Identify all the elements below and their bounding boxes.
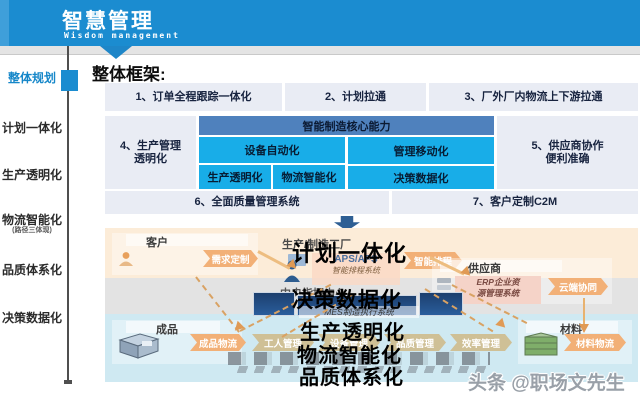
materials-title: 材料 [560, 324, 582, 336]
sidebar-item-logistics-intelligence[interactable]: 物流智能化 (路径三体现) [0, 213, 64, 235]
overlay-plan-integration: 计划一体化 [292, 241, 408, 266]
sidebar-item-overall-plan[interactable]: 整体规划 [0, 71, 64, 85]
supplier-title: 供应商 [468, 263, 501, 275]
overlay-logistics-intelligence: 物流智能化 [297, 345, 402, 367]
finished-goods-title-strip [126, 321, 220, 333]
overlay-decision-data: 决策数据化 [292, 289, 402, 312]
supplier-title-strip [440, 260, 562, 272]
finished-goods-tag: 成品物流 [190, 334, 246, 351]
process-tag-quality: 品质管理 [384, 334, 446, 351]
sidebar-item-note: (路径三体现) [12, 227, 52, 234]
materials-title-strip [526, 321, 618, 333]
aps-system-line1: APS/AFS [334, 254, 378, 265]
customer-tag: 需求定制 [203, 250, 258, 267]
framework-cell-3: 3、厂外厂内物流上下游拉通 [429, 83, 638, 111]
cell-production-transparency: 生产透明化 [199, 165, 271, 189]
supplier-to-material-line [583, 298, 585, 324]
sidebar-item-quality-system[interactable]: 品质体系化 [0, 263, 64, 277]
overlay-production-transparency: 生产透明化 [300, 322, 405, 344]
sidebar-item-label: 整体规划 [7, 71, 56, 85]
active-item-marker [61, 70, 78, 91]
header-divider [0, 46, 640, 55]
materials-tag: 材料物流 [564, 334, 626, 351]
cell-4-line2: 透明化 [134, 152, 167, 165]
cell-management-mobile: 管理移动化 [348, 137, 494, 164]
supplier-tag: 云端协同 [548, 278, 608, 295]
sidebar-item-production-transparency[interactable]: 生产透明化 [0, 168, 64, 182]
framework-cell-6: 6、全面质量管理系统 [105, 191, 389, 214]
framework-cell-2: 2、计划拉通 [285, 83, 426, 111]
overlay-quality-system: 品质体系化 [299, 367, 404, 389]
customer-title: 客户 [146, 237, 168, 249]
sidebar-timeline [67, 46, 69, 382]
erp-system-line2: 源管理系统 [476, 288, 520, 298]
arrowhead-down-to-materials [579, 324, 589, 333]
cell-5-line2: 便利准确 [545, 152, 590, 165]
header-edge-accent [0, 0, 9, 46]
person-icon [119, 252, 133, 266]
core-capability-bar: 智能制造核心能力 [199, 116, 494, 135]
erp-system-line1: ERP企业资 [476, 277, 520, 287]
watermark: 头条 @职场文先生 [468, 373, 625, 394]
finished-goods-title: 成品 [156, 324, 178, 336]
sidebar-item-label: 品质体系化 [1, 263, 62, 277]
process-tag-efficiency: 效率管理 [450, 334, 512, 351]
server-icon [437, 278, 451, 290]
dashboard-screen-left [253, 292, 295, 316]
sidebar-item-label: 决策数据化 [1, 311, 62, 325]
process-tag-equipment: 设备管理 [318, 334, 380, 351]
sidebar-item-label: 生产透明化 [1, 168, 62, 182]
producer-title: 生产/制造工厂 [282, 239, 352, 251]
factory-machines-silhouette [228, 352, 490, 365]
framework-cell-1: 1、订单全程跟踪一体化 [105, 83, 282, 111]
sidebar-item-label: 计划一体化 [1, 121, 62, 135]
framework-cell-7: 7、客户定制C2M [392, 191, 638, 214]
app-subtitle: Wisdom management [64, 31, 180, 40]
aps-system-box: APS/AFS 智能排程系统 [312, 253, 400, 285]
process-tag-worker: 工人管理 [252, 334, 314, 351]
cell-equipment-automation: 设备自动化 [199, 137, 345, 163]
erp-system-box: ERP企业资 源管理系统 [455, 276, 541, 304]
sidebar-item-decision-data[interactable]: 决策数据化 [0, 311, 64, 325]
page-title: 整体框架: [92, 65, 166, 84]
carton-icon [118, 333, 160, 359]
sidebar-item-plan-integration[interactable]: 计划一体化 [0, 121, 64, 135]
dashboard-screen-right [419, 292, 463, 316]
framework-cell-5: 5、供应商协作 便利准确 [497, 116, 638, 189]
framework-cell-4: 4、生产管理 透明化 [105, 116, 196, 189]
sidebar-timeline-cap [64, 380, 72, 384]
header-bar: 智慧管理 Wisdom management [0, 0, 640, 46]
app-title: 智慧管理 [62, 10, 154, 33]
mes-system-label: MES制造执行系统 [299, 306, 419, 318]
drawer-icon [524, 332, 558, 356]
header-pointer-triangle [100, 46, 132, 59]
customer-title-strip [126, 234, 248, 246]
cell-4-line1: 4、生产管理 [119, 139, 182, 152]
cell-decision-data: 决策数据化 [348, 166, 494, 189]
sidebar-item-label: 物流智能化 [1, 213, 62, 227]
cell-5-line1: 5、供应商协作 [531, 139, 604, 152]
cell-logistics-intelligence: 物流智能化 [273, 165, 345, 189]
aps-system-line2: 智能排程系统 [332, 266, 380, 275]
